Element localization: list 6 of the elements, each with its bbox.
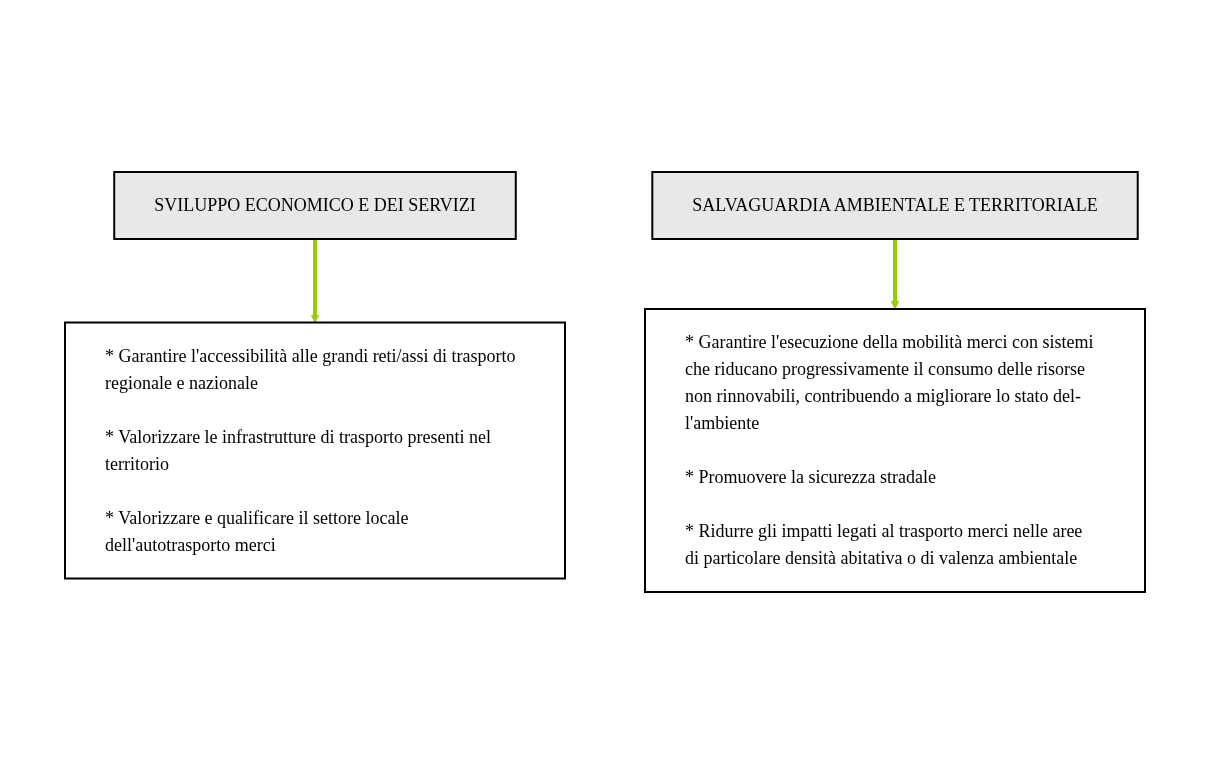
node-box: * Garantire l'accessibilità alle grandi reti/assi di trasporto regionale e nazionale * Valorizzare le infrastrutture di trasporto presenti nel territorio * Valorizzare e qualificare il settore locale dell'autotrasporto merci [64,321,566,579]
arrow [310,238,320,323]
arrow [890,238,900,309]
node-box: * Garantire l'esecuzione della mobilità merci con sistemi che riducano progressivamente il consumo delle risorse non rinnovabili, contribuendo a migliorare lo stato del- l'ambiente * Promuovere la sicurezza stradale * Ridurre gli impatti legati al trasporto merci nelle aree di particolare densità abitativa o di valenza ambientale [644,307,1146,593]
node-box: SALVAGUARDIA AMBIENTALE E TERRITORIALE [651,170,1139,240]
node-box: SVILUPPO ECONOMICO E DEI SERVIZI [113,170,517,240]
